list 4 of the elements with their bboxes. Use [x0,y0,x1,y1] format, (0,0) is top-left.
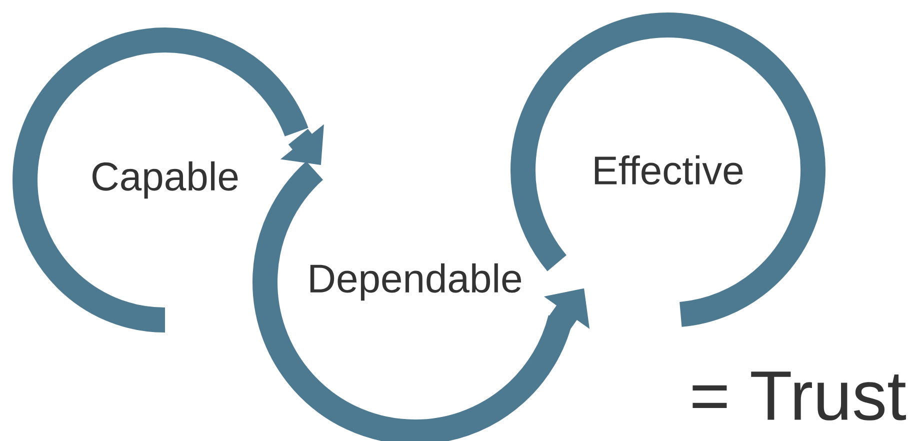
result-label: = Trust [692,372,906,420]
text-label: Effective [594,155,743,185]
text-label: Dependable [310,263,522,301]
text-label: Capable [92,161,238,199]
